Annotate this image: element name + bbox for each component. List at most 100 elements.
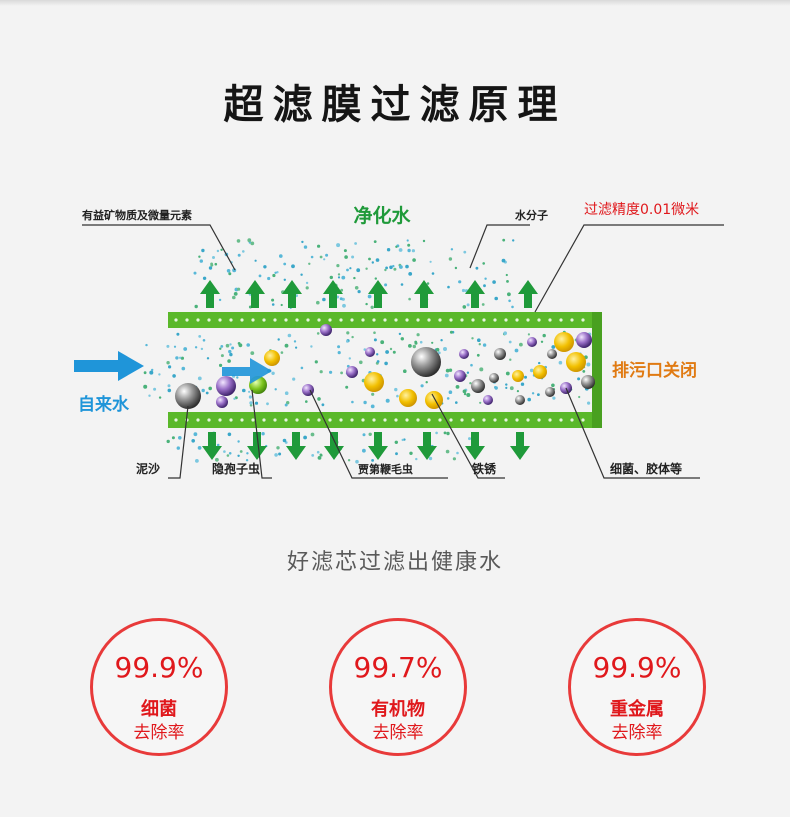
inlet-arrow bbox=[74, 351, 144, 381]
water-dot bbox=[508, 299, 511, 303]
membrane-pore bbox=[207, 318, 211, 322]
membrane-pore bbox=[196, 318, 200, 322]
water-dot bbox=[287, 333, 292, 338]
water-dot bbox=[227, 359, 231, 363]
water-dot bbox=[271, 371, 275, 375]
water-dot bbox=[231, 346, 235, 350]
water-dot bbox=[384, 361, 388, 366]
contaminant-particle bbox=[533, 365, 547, 379]
water-dot bbox=[389, 347, 393, 351]
water-dot bbox=[228, 272, 232, 276]
water-dot bbox=[319, 370, 323, 374]
contaminant-particle bbox=[576, 332, 592, 348]
water-dot bbox=[233, 292, 238, 296]
membrane-pore bbox=[515, 318, 519, 322]
water-dot bbox=[261, 432, 265, 436]
water-dot bbox=[337, 345, 341, 349]
water-dot bbox=[238, 343, 243, 348]
membrane-pore bbox=[416, 318, 420, 322]
water-dot bbox=[351, 255, 355, 259]
water-dot bbox=[408, 272, 413, 276]
permeate-arrow-down bbox=[247, 432, 267, 460]
water-dot bbox=[319, 453, 323, 457]
water-dot bbox=[420, 384, 424, 388]
water-dot bbox=[362, 448, 366, 453]
water-dot bbox=[223, 450, 226, 453]
water-dot bbox=[400, 337, 404, 341]
water-dot bbox=[171, 436, 175, 440]
membrane-pore bbox=[416, 418, 420, 422]
label-bacteria: 细菌、胶体等 bbox=[610, 461, 682, 476]
water-dot bbox=[408, 297, 411, 301]
water-dot bbox=[300, 273, 303, 276]
membrane-pore bbox=[548, 418, 552, 422]
label-minerals: 有益矿物质及微量元素 bbox=[82, 208, 192, 222]
ultrafiltration-diagram: 净化水 有益矿物质及微量元素 水分子 过滤精度0.01微米 自来水 排污口关闭 … bbox=[74, 202, 724, 479]
water-dot bbox=[181, 366, 186, 371]
membrane-pore bbox=[350, 418, 354, 422]
water-dot bbox=[448, 257, 453, 261]
water-dot bbox=[370, 305, 374, 309]
water-dot bbox=[409, 451, 413, 455]
contaminant-particle bbox=[483, 395, 493, 405]
water-dot bbox=[373, 331, 376, 334]
water-dot bbox=[470, 363, 473, 367]
contaminant-particle bbox=[365, 347, 375, 357]
water-dot bbox=[431, 272, 435, 275]
membrane-pore bbox=[174, 418, 178, 422]
water-dot bbox=[455, 401, 458, 404]
water-dot bbox=[337, 351, 341, 355]
contaminant-particle bbox=[515, 395, 525, 405]
membrane-pore bbox=[174, 318, 178, 322]
permeate-arrow-up bbox=[414, 280, 434, 308]
label-pure-water: 净化水 bbox=[353, 204, 411, 227]
water-dot bbox=[226, 454, 230, 457]
membrane-pore bbox=[482, 318, 486, 322]
water-dot bbox=[450, 248, 454, 251]
water-dot bbox=[384, 283, 388, 287]
water-dot bbox=[212, 256, 215, 259]
membrane-pore bbox=[328, 418, 332, 422]
membrane-pore bbox=[504, 418, 508, 422]
water-dot bbox=[180, 356, 184, 360]
water-dot bbox=[206, 357, 210, 360]
membrane-pore bbox=[559, 418, 563, 422]
water-dot bbox=[310, 432, 315, 437]
water-dot bbox=[524, 375, 527, 379]
water-dot bbox=[346, 268, 349, 272]
stat-circle-bacteria: 99.9% 细菌 去除率 bbox=[90, 618, 228, 756]
water-dot bbox=[365, 267, 368, 270]
water-dot bbox=[216, 249, 220, 253]
water-dot bbox=[274, 271, 277, 274]
membrane-pore bbox=[240, 418, 244, 422]
contaminant-particle bbox=[581, 375, 595, 389]
water-dot bbox=[340, 371, 343, 375]
water-dot bbox=[514, 348, 519, 353]
water-dot bbox=[454, 266, 458, 270]
water-dot bbox=[466, 303, 470, 307]
permeate-arrow-down bbox=[202, 432, 222, 460]
leader-bacteria bbox=[565, 387, 700, 479]
membrane-pore bbox=[449, 318, 453, 322]
label-water-molecule: 水分子 bbox=[515, 208, 548, 222]
permeate-arrow-down bbox=[324, 432, 344, 460]
water-dot bbox=[346, 340, 349, 343]
water-dot bbox=[301, 240, 304, 244]
water-dot bbox=[443, 431, 447, 435]
leader-silt bbox=[168, 405, 189, 479]
water-dot bbox=[284, 343, 289, 348]
water-dot bbox=[282, 438, 287, 443]
membrane-pore bbox=[229, 318, 233, 322]
stat-name: 细菌 bbox=[141, 699, 177, 720]
membrane-pore bbox=[460, 418, 464, 422]
water-dot bbox=[183, 347, 188, 351]
water-dot bbox=[468, 437, 471, 441]
water-dot bbox=[236, 239, 241, 243]
membrane-pore bbox=[317, 318, 321, 322]
water-dot bbox=[399, 265, 403, 269]
water-dot bbox=[363, 400, 367, 405]
water-dot bbox=[246, 343, 250, 347]
water-dot bbox=[407, 248, 411, 253]
water-dot bbox=[341, 275, 346, 280]
water-dot bbox=[501, 258, 506, 263]
